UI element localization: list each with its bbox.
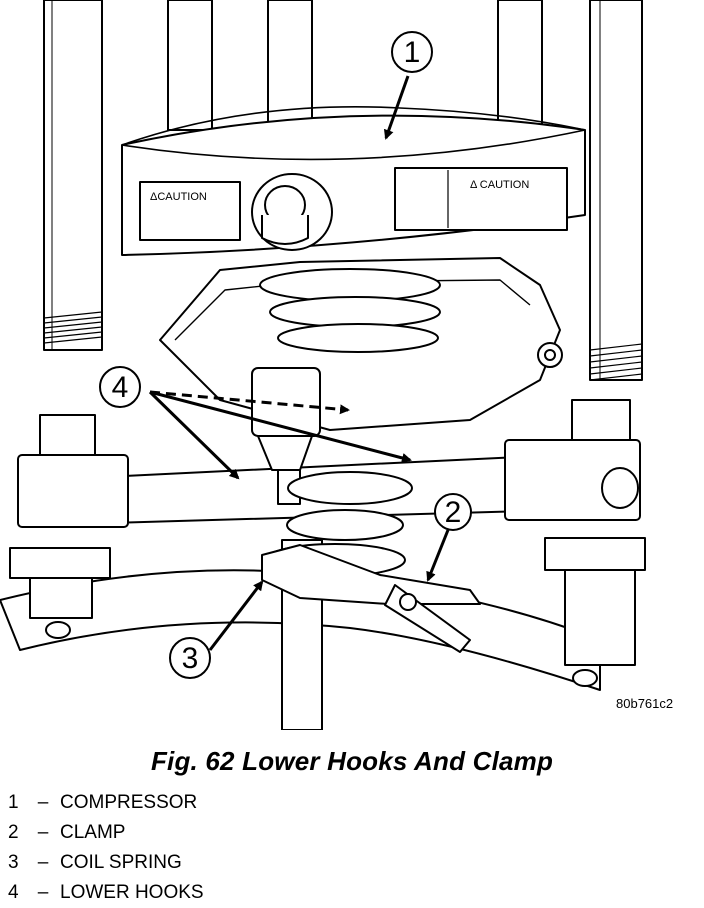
legend-number: 1 — [8, 792, 19, 813]
caution-text-right: Δ CAUTION — [470, 179, 529, 191]
inner-right-post — [497, 0, 543, 131]
spring-compressor-illustration: ΔCAUTION Δ CAUTION 1 2 3 4 — [0, 0, 646, 730]
figure-code: 80b761c2 — [616, 696, 674, 711]
legend-number: 2 — [8, 822, 19, 843]
leader-2 — [426, 529, 450, 582]
right-lower-nut — [504, 399, 646, 687]
legend-number: 3 — [8, 852, 19, 873]
inner-left-post — [167, 0, 213, 131]
legend-item: 4–LOWER HOOKS — [8, 878, 204, 908]
legend-list: 1–COMPRESSOR 2–CLAMP 3–COIL SPRING 4–LOW… — [8, 788, 204, 908]
left-lower-nut — [9, 414, 129, 639]
callout-4: 4 — [99, 366, 141, 408]
leader-3 — [208, 580, 264, 651]
leader-4b — [149, 390, 412, 463]
legend-dash: – — [37, 882, 49, 903]
callout-2: 2 — [434, 493, 472, 531]
legend-dash: – — [37, 822, 49, 843]
leader-1 — [383, 75, 410, 140]
legend-label: COIL SPRING — [60, 852, 182, 873]
legend-number: 4 — [8, 882, 19, 903]
callout-3-label: 3 — [182, 642, 199, 675]
caution-label-left — [139, 181, 241, 241]
legend-label: COMPRESSOR — [60, 792, 198, 813]
legend-item: 3–COIL SPRING — [8, 848, 204, 878]
legend-label: LOWER HOOKS — [60, 882, 204, 903]
spring-clamp — [261, 544, 481, 653]
callout-1-label: 1 — [404, 36, 421, 69]
legend-label: CLAMP — [60, 822, 126, 843]
legend-item: 2–CLAMP — [8, 818, 204, 848]
legend-dash: – — [37, 792, 49, 813]
figure-caption: Fig. 62 Lower Hooks And Clamp — [150, 746, 554, 776]
caution-text-left: ΔCAUTION — [150, 191, 207, 203]
caution-label-right — [394, 167, 568, 231]
callout-4-label: 4 — [112, 371, 129, 404]
left-threaded-post — [43, 0, 103, 351]
callout-1: 1 — [391, 31, 433, 73]
right-threaded-post — [589, 0, 643, 381]
leader-4a — [148, 390, 240, 480]
compressor-housing — [121, 106, 586, 256]
legend-item: 1–COMPRESSOR — [8, 788, 204, 818]
leader-4c — [149, 390, 350, 415]
legend-dash: – — [37, 852, 49, 873]
coil-spring-upper — [259, 268, 441, 353]
callout-3: 3 — [169, 637, 211, 679]
callout-2-label: 2 — [445, 496, 462, 529]
